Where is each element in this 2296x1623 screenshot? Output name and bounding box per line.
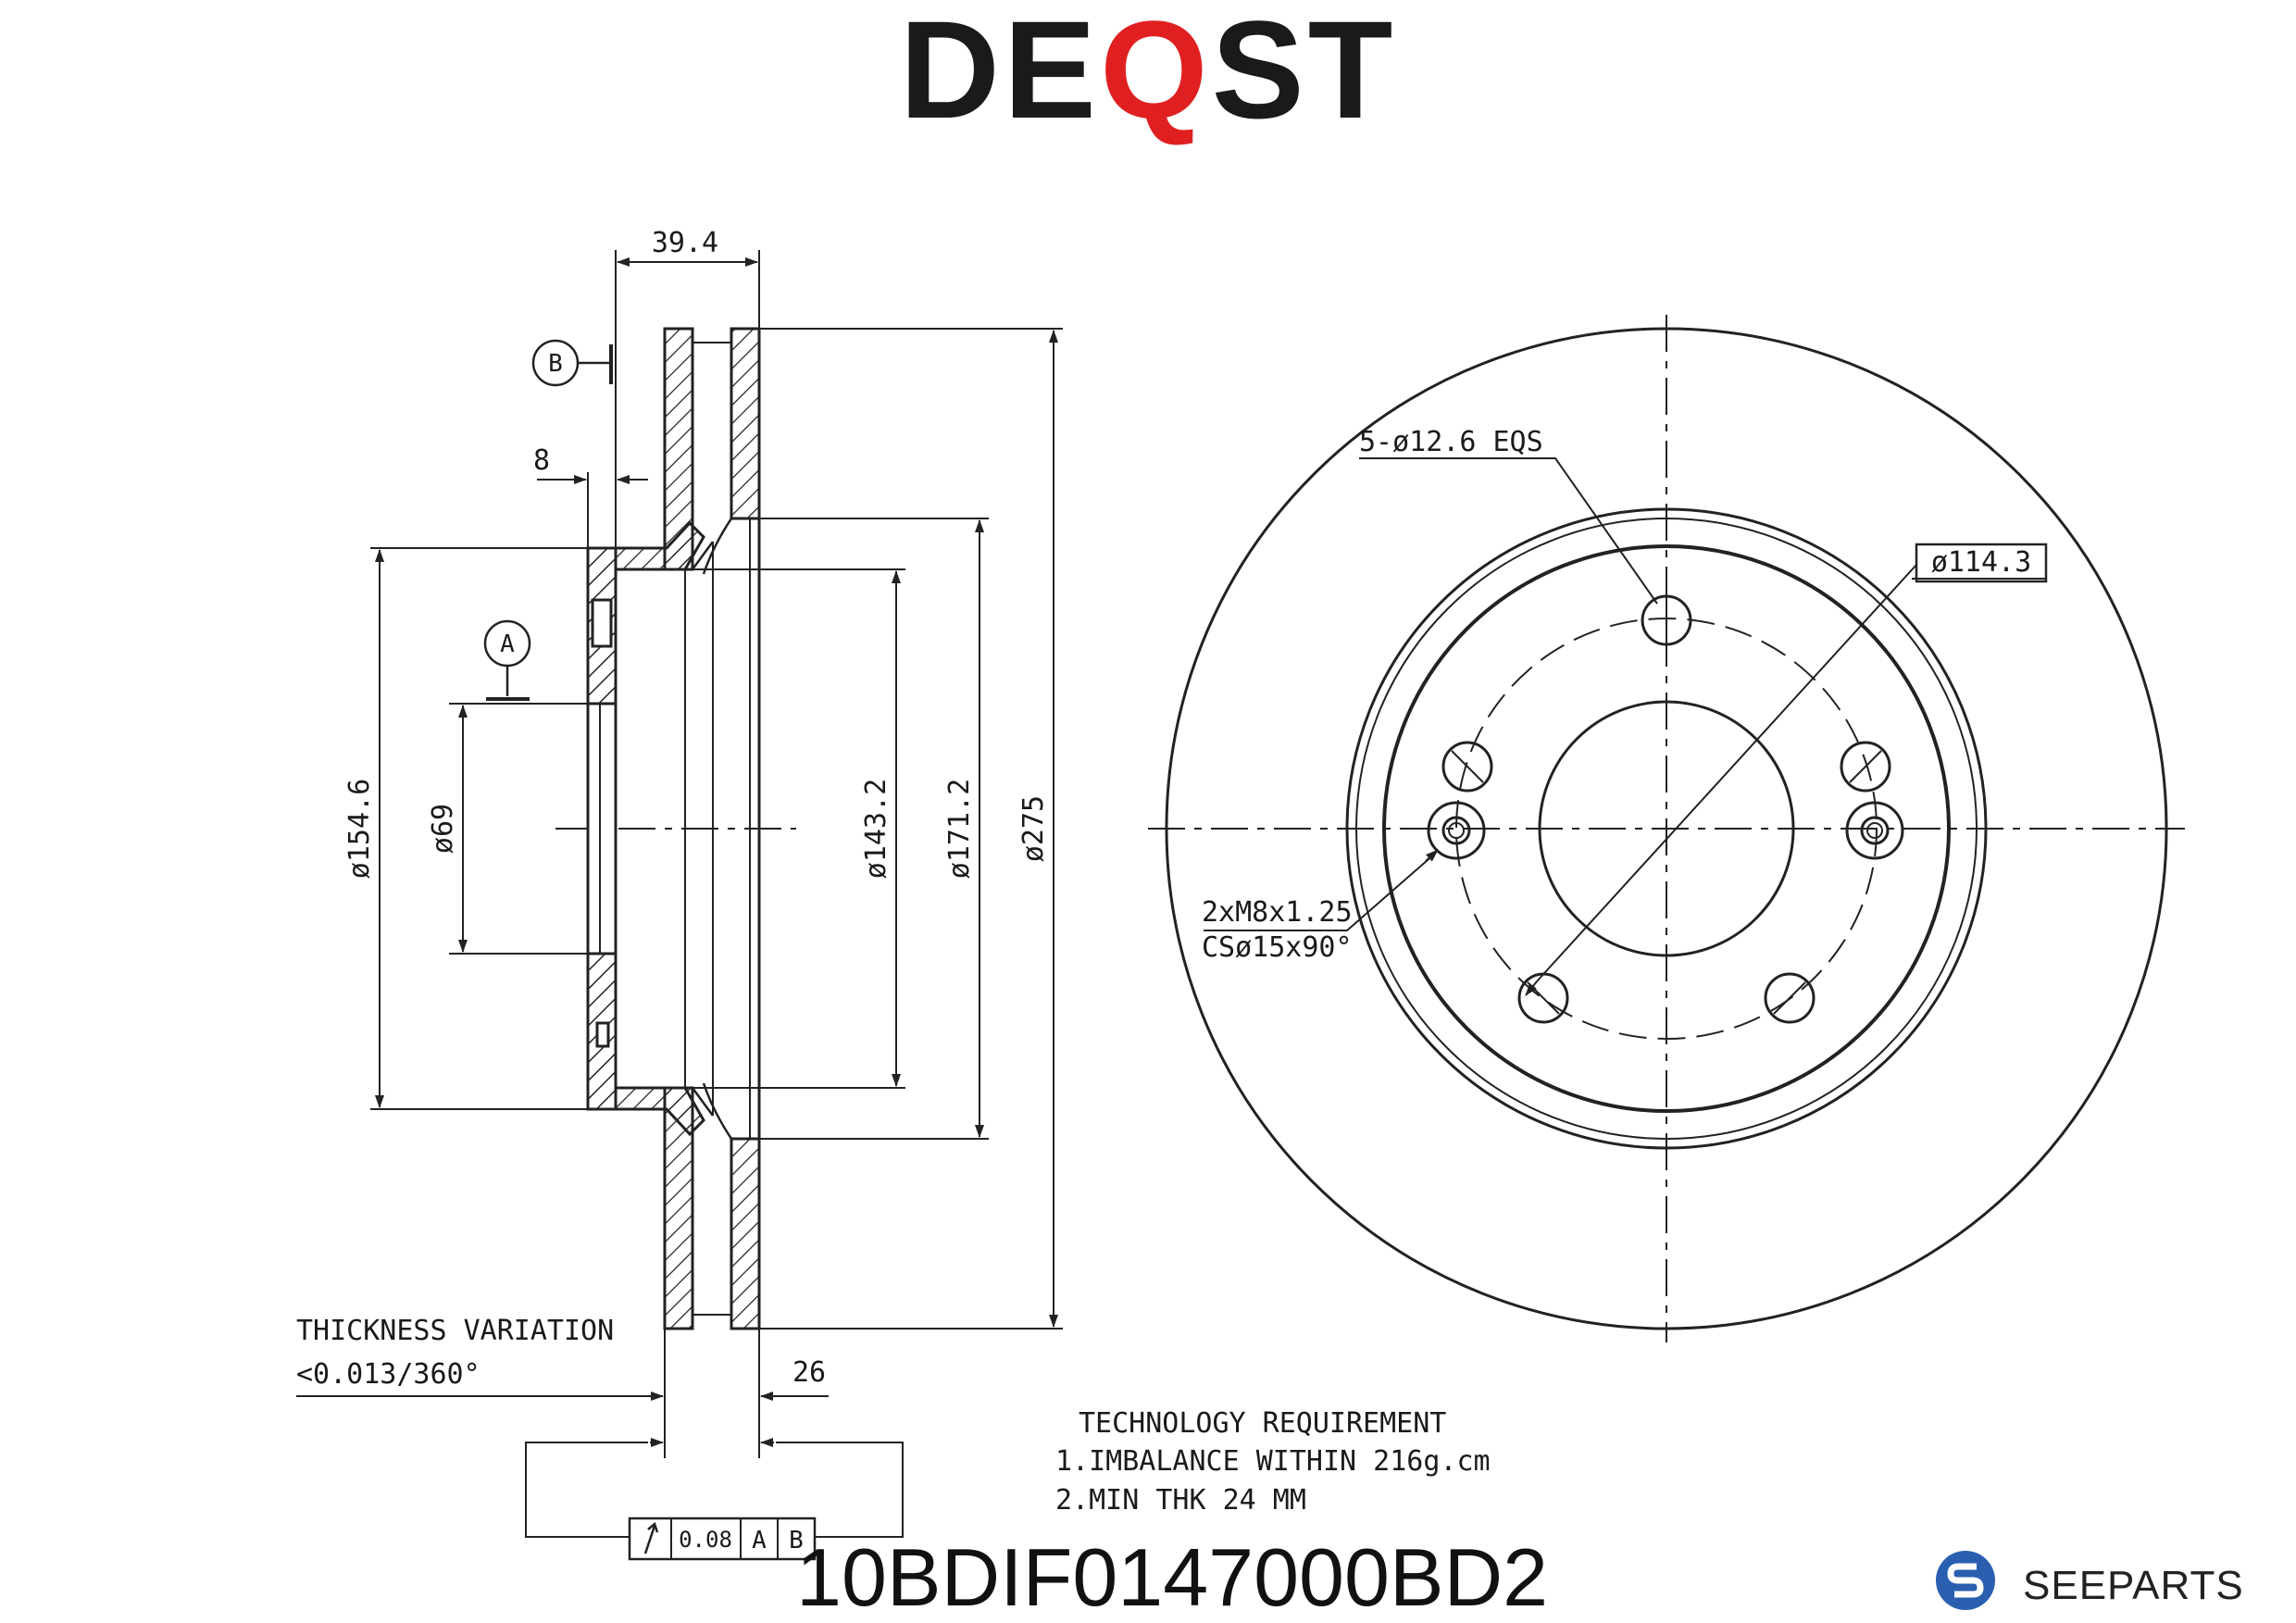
seller-logo-text: SEEPARTS <box>2023 1563 2244 1608</box>
centre-bore <box>1538 700 1795 957</box>
requirements-item-2: 2.MIN THK 24 MM <box>1055 1484 1306 1517</box>
thread-label-line1: 2xM8x1.25 <box>1202 896 1353 929</box>
bolt-hole <box>1840 741 1891 793</box>
thickness-variation-value: <0.013/360° <box>296 1358 480 1391</box>
threaded-holes <box>1427 801 1904 860</box>
bolt-hole <box>1764 972 1816 1024</box>
side-section-view <box>296 250 1063 1561</box>
thickness-variation-title: THICKNESS VARIATION <box>296 1315 614 1347</box>
runout-ref-a: A <box>752 1527 767 1554</box>
seller-logo: SEEPARTS <box>1930 1546 2291 1616</box>
datum-a-label: A <box>500 630 515 658</box>
runout-ref-b: B <box>789 1527 804 1554</box>
part-number: 10BDIF0147000BD2 <box>796 1531 1549 1623</box>
runout-arrow-icon <box>643 1521 659 1554</box>
seeparts-logo-icon <box>1936 1551 1995 1610</box>
requirements-item-1: 1.IMBALANCE WITHIN 216g.cm <box>1055 1445 1491 1478</box>
brand-logo-right: ST <box>1211 0 1397 147</box>
dim-d143-label: ø143.2 <box>860 779 892 879</box>
bolt-holes-label: 5-ø12.6 EQS <box>1359 426 1543 458</box>
hat-face <box>1382 544 1951 1113</box>
dim-d171-label: ø171.2 <box>943 779 976 879</box>
datum-b-label: B <box>548 350 563 378</box>
dim-width-label: 39.4 <box>652 227 718 259</box>
dim-hat-offset-label: 8 <box>533 444 550 477</box>
pcd-label: ø114.3 <box>1931 546 2031 579</box>
brand-logo-accent: Q <box>1100 0 1212 147</box>
dim-d275-label: ø275 <box>1017 795 1050 862</box>
brand-logo-left: DE <box>899 0 1100 147</box>
inner-plate-bottom <box>730 1137 761 1330</box>
inner-plate-top <box>730 327 761 520</box>
requirements-title: TECHNOLOGY REQUIREMENT <box>1079 1407 1446 1440</box>
runout-tolerance-value: 0.08 <box>679 1527 732 1553</box>
dim-d154-label: ø154.6 <box>343 779 376 879</box>
pcd-label-frame <box>1915 543 2048 583</box>
hat-outer-edge <box>1345 507 1988 1150</box>
thread-label-line2: CSø15x90° <box>1202 931 1353 964</box>
bolt-hole <box>1441 741 1493 793</box>
front-view <box>1148 315 2185 1342</box>
runout-tolerance-frame <box>628 1517 817 1561</box>
dim-thickness-label: 26 <box>792 1356 826 1389</box>
disc-outer-edge <box>1165 327 2168 1330</box>
brand-logo: DEQST <box>0 0 2296 139</box>
dim-bore-label: ø69 <box>427 804 459 854</box>
